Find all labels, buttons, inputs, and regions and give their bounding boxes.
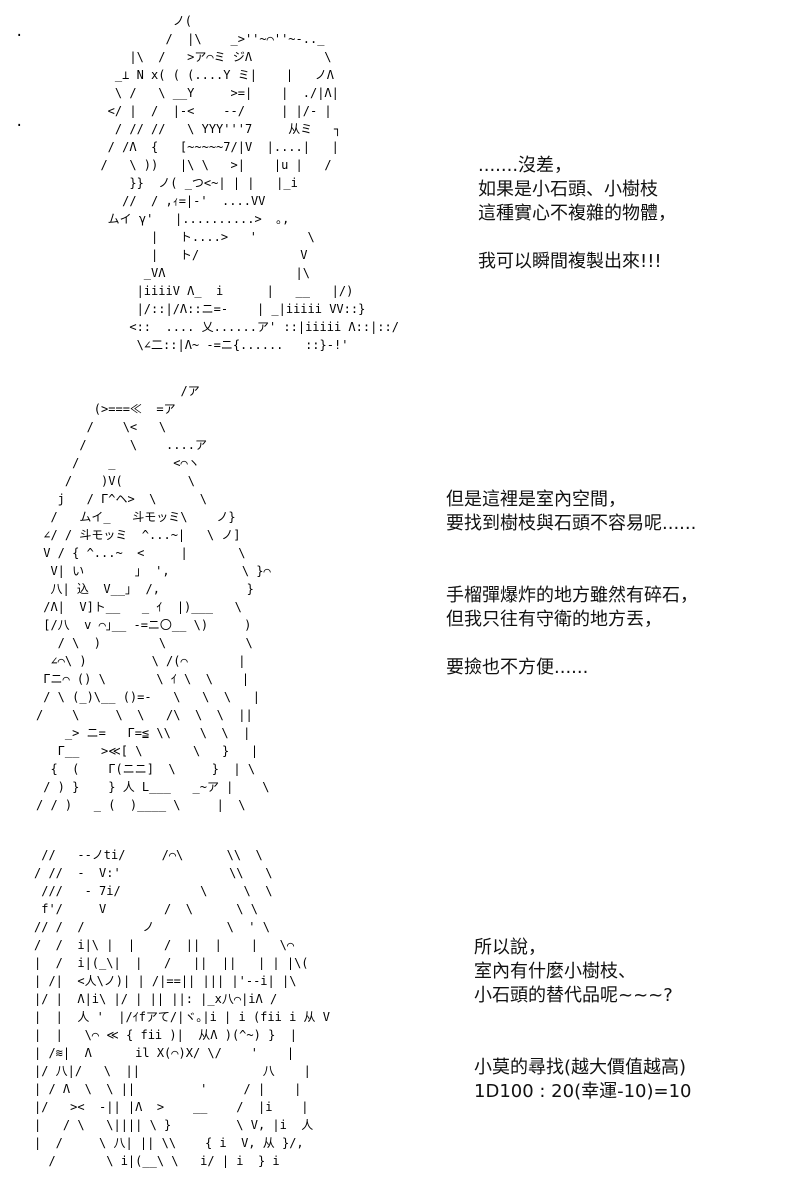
ascii-art-panel-1: ノ( / |\ _>''~⌒''~-.._ |\ / >ア⌒ミ ジΛ \ _⊥ … (100, 14, 399, 352)
dialogue-text-1: .......沒差， 如果是小石頭、小樹枝 這種實心不複雜的物體， 我可以瞬間複… (478, 155, 676, 272)
stray-dot-top: . (15, 24, 24, 40)
ascii-art-panel-2: /ア (>===≪ =ア / \< \ / \ ....ア / _ <⌒ヽ / … (36, 384, 271, 812)
dialogue-text-2: 但是這裡是室內空間， 要找到樹枝與石頭不容易呢...... 手榴彈爆炸的地方雖然… (446, 489, 698, 678)
stray-dot-mid: . (15, 114, 24, 130)
dialogue-text-3: 所以說， 室內有什麼小樹枝、 小石頭的替代品呢~~~? 小莫的尋找(越大價值越高… (474, 937, 692, 1102)
ascii-art-panel-3: // --ノti/ /⌒\ \\ \ / // - V:' \\ \ /// -… (34, 848, 330, 1168)
